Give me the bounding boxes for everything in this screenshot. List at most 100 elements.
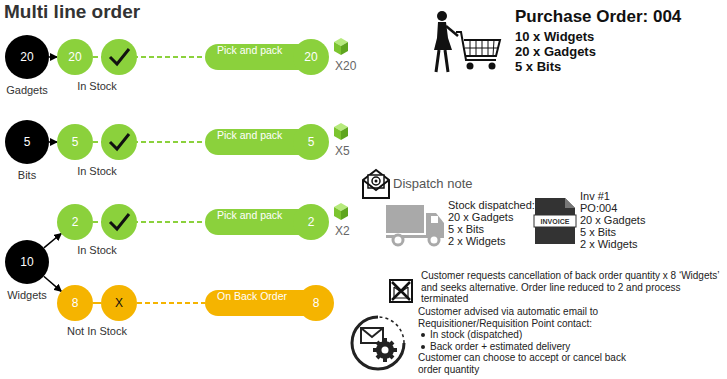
pill-end-circle: [293, 124, 329, 160]
circle-caption: In Stock: [77, 80, 117, 92]
pill-number: 2: [293, 204, 329, 240]
pill-end-circle: [293, 204, 329, 240]
drawing-part: [341, 127, 348, 140]
drawing-part: [431, 216, 438, 223]
connector: [44, 234, 61, 248]
label-text: X20: [335, 60, 356, 73]
drawing-part: [456, 32, 500, 60]
drawing-part: [436, 50, 448, 72]
label-text: Stock dispatched:: [448, 199, 535, 211]
bullet-item: Back order + estimated delivery: [418, 341, 633, 353]
note-text: Back order + estimated delivery: [430, 341, 633, 353]
cancel-icon: [390, 280, 412, 302]
circle-fill: [57, 39, 93, 75]
pill-label: On Back Order: [217, 290, 287, 316]
drawing-part: [110, 49, 129, 64]
circle-caption: Bits: [18, 169, 36, 181]
circle-fill: [57, 124, 93, 160]
drawing-part: [363, 170, 389, 198]
drawing-part: [565, 198, 575, 208]
node-circle: 5In Stock: [57, 124, 93, 160]
circle-number: 20: [5, 35, 49, 79]
label-text: Inv #1: [580, 190, 610, 202]
connector: [49, 56, 57, 58]
invoice-icon: [534, 198, 576, 244]
label-text: 20 x Gadgets: [580, 214, 645, 226]
label-text: 5 x Bits: [515, 60, 561, 74]
check-circle: [101, 204, 137, 240]
cube-icon: [334, 203, 348, 220]
label-text: Dispatch note: [393, 177, 473, 191]
label-text: 20 x Gadgets: [448, 211, 513, 223]
circle-number: 8: [57, 285, 93, 321]
circle-caption: Widgets: [7, 289, 47, 301]
drawing-part: [429, 235, 439, 245]
circle-fill: [57, 285, 93, 321]
drawing-part: [110, 134, 129, 149]
circle-fill: [5, 35, 49, 79]
note-text: Customer can choose to accept or cancel …: [418, 352, 633, 375]
label-text: Purchase Order: 004: [515, 8, 681, 27]
note-line: Customer advised via automatic email to …: [418, 306, 633, 329]
check-circle: [101, 124, 137, 160]
node-circle: 5Bits: [5, 120, 49, 164]
circle-number: X: [101, 285, 137, 321]
drawing-part: [467, 63, 474, 70]
email-gear-icon: [352, 317, 404, 369]
node-pill: Pick and pack5: [205, 124, 329, 160]
circle-number: 5: [5, 120, 49, 164]
circle-number: 20: [57, 39, 93, 75]
connector: [49, 141, 57, 143]
connector: [93, 302, 101, 304]
drawing-part: [434, 22, 452, 50]
envelope-icon: [363, 170, 389, 198]
drawing-part: [375, 180, 378, 183]
drawing-part: [341, 207, 348, 220]
label-text: PO:004: [580, 202, 617, 214]
node-pill: Pick and pack20: [205, 39, 329, 75]
circle-fill: [5, 240, 49, 284]
drawing-part: [382, 347, 389, 354]
node-circle: 20In Stock: [57, 39, 93, 75]
label-text: Customer requests cancellation of back o…: [421, 270, 721, 305]
drawing-part: [534, 215, 576, 227]
circle-number: 2: [57, 204, 93, 240]
drawing-part: [361, 328, 383, 337]
drawing-part: [334, 42, 341, 55]
circle-caption: Not In Stock: [67, 325, 127, 337]
label-text: 5 x Bits: [580, 226, 616, 238]
circle-fill: [5, 120, 49, 164]
circle-fill: [57, 204, 93, 240]
drawing-part: [426, 213, 444, 235]
label-text: 10 x Widgets: [515, 30, 594, 44]
pill-label: Pick and pack: [217, 44, 282, 70]
node-circle: 2In Stock: [57, 204, 93, 240]
truck-icon: [386, 205, 444, 245]
cube-icon: [334, 123, 348, 140]
circle-caption: In Stock: [77, 165, 117, 177]
drawing-part: [334, 207, 341, 220]
circle-caption: Gadgets: [6, 84, 48, 96]
label-text: X5: [335, 145, 350, 158]
node-circle: 10Widgets: [5, 240, 49, 284]
note-line: Customer can choose to accept or cancel …: [418, 352, 633, 375]
drawing-part: [334, 127, 341, 140]
label-text: 2 x Widgets: [448, 235, 505, 247]
drawing-part: [361, 328, 383, 343]
bullet-dot: [421, 333, 425, 337]
drawing-part: [437, 11, 447, 21]
node-pill: On Back Order8: [205, 285, 334, 321]
node-circle: 20Gadgets: [5, 35, 49, 79]
node-circle: X: [101, 285, 137, 321]
drawing-part: [392, 282, 410, 300]
circle-fill: [101, 285, 137, 321]
bullet-dot: [421, 345, 425, 349]
drawing-part: [352, 317, 404, 369]
drawing-part: [101, 124, 137, 160]
drawing-part: [372, 177, 380, 185]
drawing-part: [390, 280, 412, 302]
circle-number: 10: [5, 240, 49, 284]
bullet-item: In stock (dispatched): [418, 329, 633, 341]
